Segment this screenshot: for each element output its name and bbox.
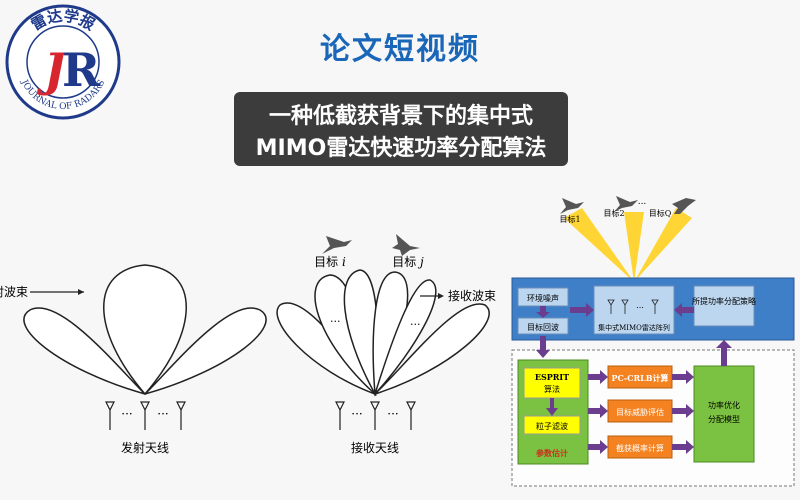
tx-antenna-label: 发射天线 xyxy=(121,440,169,455)
beam-to-target-2 xyxy=(624,212,644,282)
jet-i-icon xyxy=(322,236,352,254)
logo-r: R xyxy=(62,43,101,97)
env-noise-label: 环境噪声 xyxy=(527,293,559,303)
rx-beam-6 xyxy=(374,303,490,395)
rx-dots-left: ··· xyxy=(330,315,341,328)
array-antenna-3 xyxy=(651,299,659,314)
flow-target-q: 目标Q xyxy=(649,208,672,218)
beam-to-target-1 xyxy=(564,208,634,282)
array-antenna-1 xyxy=(607,299,615,314)
strategy-box xyxy=(693,285,755,327)
paper-title-line-2: MIMO雷达快速功率分配算法 xyxy=(255,136,547,161)
flow-target-jets xyxy=(560,196,696,214)
optimize-label-2: 分配模型 xyxy=(708,414,740,424)
threat-label: 目标威胁评估 xyxy=(616,407,664,417)
beam-to-target-q xyxy=(634,208,692,282)
receive-beam-figure: ··· ··· 目标 i 目标 j 接收波束 ··· ··· 接收天线 xyxy=(276,234,496,455)
arrow-pc-crlb-to-opt xyxy=(672,370,694,384)
arrow-noise-to-array xyxy=(570,303,594,317)
algorithm-flow-diagram: 目标1 目标2 ... 目标Q 环境噪声 目标回波 ... 集中式MIMO雷达阵… xyxy=(511,196,795,487)
echo-label: 目标回波 xyxy=(527,322,559,332)
page-title: 论文短视频 xyxy=(320,32,480,67)
rx-dots-right: ··· xyxy=(410,318,421,331)
target-i-label: 目标 i xyxy=(314,255,346,269)
strategy-label: 所提功率分配策略 xyxy=(692,296,756,306)
array-label: 集中式MIMO雷达阵列 xyxy=(598,323,670,332)
tx-dots-left: ··· xyxy=(121,407,132,421)
radar-beams xyxy=(564,208,692,282)
tx-beam-1 xyxy=(23,307,146,395)
jet-j-icon xyxy=(392,234,420,256)
tx-beam-3 xyxy=(144,307,267,395)
arrow-opt-to-strategy xyxy=(716,340,732,366)
tx-antenna-3 xyxy=(176,401,186,430)
arrow-threat-to-opt xyxy=(672,404,694,418)
flow-arrows xyxy=(536,303,732,454)
target-j-label: 目标 j xyxy=(392,255,424,269)
arrow-to-intercept xyxy=(588,440,608,454)
tx-dots-right: ··· xyxy=(157,407,168,421)
receive-beams xyxy=(276,269,490,397)
transmit-beams xyxy=(23,264,267,396)
tx-beam-2 xyxy=(103,264,187,396)
flow-target-1: 目标1 xyxy=(559,214,580,224)
flow-jet-q-icon xyxy=(672,198,696,214)
rx-antenna-label: 接收天线 xyxy=(351,440,399,455)
rx-antenna-3 xyxy=(406,401,416,430)
arrow-strategy-to-array xyxy=(674,303,694,317)
transmit-beam-figure: 发射波束 ··· ··· 发射天线 xyxy=(0,264,267,455)
rx-beam-label: 接收波束 xyxy=(448,288,496,303)
esprit-label-2: 算法 xyxy=(544,384,560,394)
optimize-label-1: 功率优化 xyxy=(708,400,740,410)
arrow-echo-to-esprit xyxy=(536,336,550,358)
intercept-label: 截获概率计算 xyxy=(616,443,664,453)
arrow-noise-to-echo xyxy=(536,306,550,318)
arrow-esprit-to-filter xyxy=(546,398,558,416)
tx-antenna-2 xyxy=(140,401,150,430)
tx-antennas xyxy=(105,401,186,430)
arrow-to-pc-crlb xyxy=(588,370,608,384)
tx-antenna-1 xyxy=(105,401,115,430)
esprit-box xyxy=(523,367,581,399)
rx-target-jets xyxy=(322,234,420,256)
particle-filter-label: 粒子滤波 xyxy=(536,421,568,431)
optimize-box xyxy=(693,365,755,463)
rx-antenna-1 xyxy=(335,401,345,430)
paper-title-banner: 一种低截获背景下的集中式 MIMO雷达快速功率分配算法 xyxy=(234,92,568,166)
array-dots: ... xyxy=(636,301,644,310)
arrow-to-threat xyxy=(588,404,608,418)
rx-dots-ant-right: ··· xyxy=(387,407,398,421)
array-antennas xyxy=(607,299,659,314)
array-box xyxy=(593,285,675,335)
flow-jet-1-icon xyxy=(560,198,584,214)
tx-beam-label: 发射波束 xyxy=(0,284,28,299)
flow-target-2: 目标2 xyxy=(603,208,624,218)
pc-crlb-label: PC-CRLB计算 xyxy=(611,373,668,383)
esprit-label-1: ESPRIT xyxy=(535,372,569,382)
paper-title-line-1: 一种低截获背景下的集中式 xyxy=(268,104,533,129)
array-antenna-2 xyxy=(621,299,629,314)
rx-antennas xyxy=(335,401,416,430)
rx-dots-ant-left: ··· xyxy=(351,407,362,421)
rx-beam-5 xyxy=(374,279,437,395)
param-est-label: 参数估计 xyxy=(535,448,568,458)
journal-logo: 雷达学报 JOURNAL OF RADARS J R xyxy=(5,4,121,120)
flow-target-dots: ... xyxy=(638,197,647,207)
arrow-intercept-to-opt xyxy=(672,440,694,454)
flow-jet-2-icon xyxy=(614,196,638,212)
rx-antenna-2 xyxy=(370,401,380,430)
